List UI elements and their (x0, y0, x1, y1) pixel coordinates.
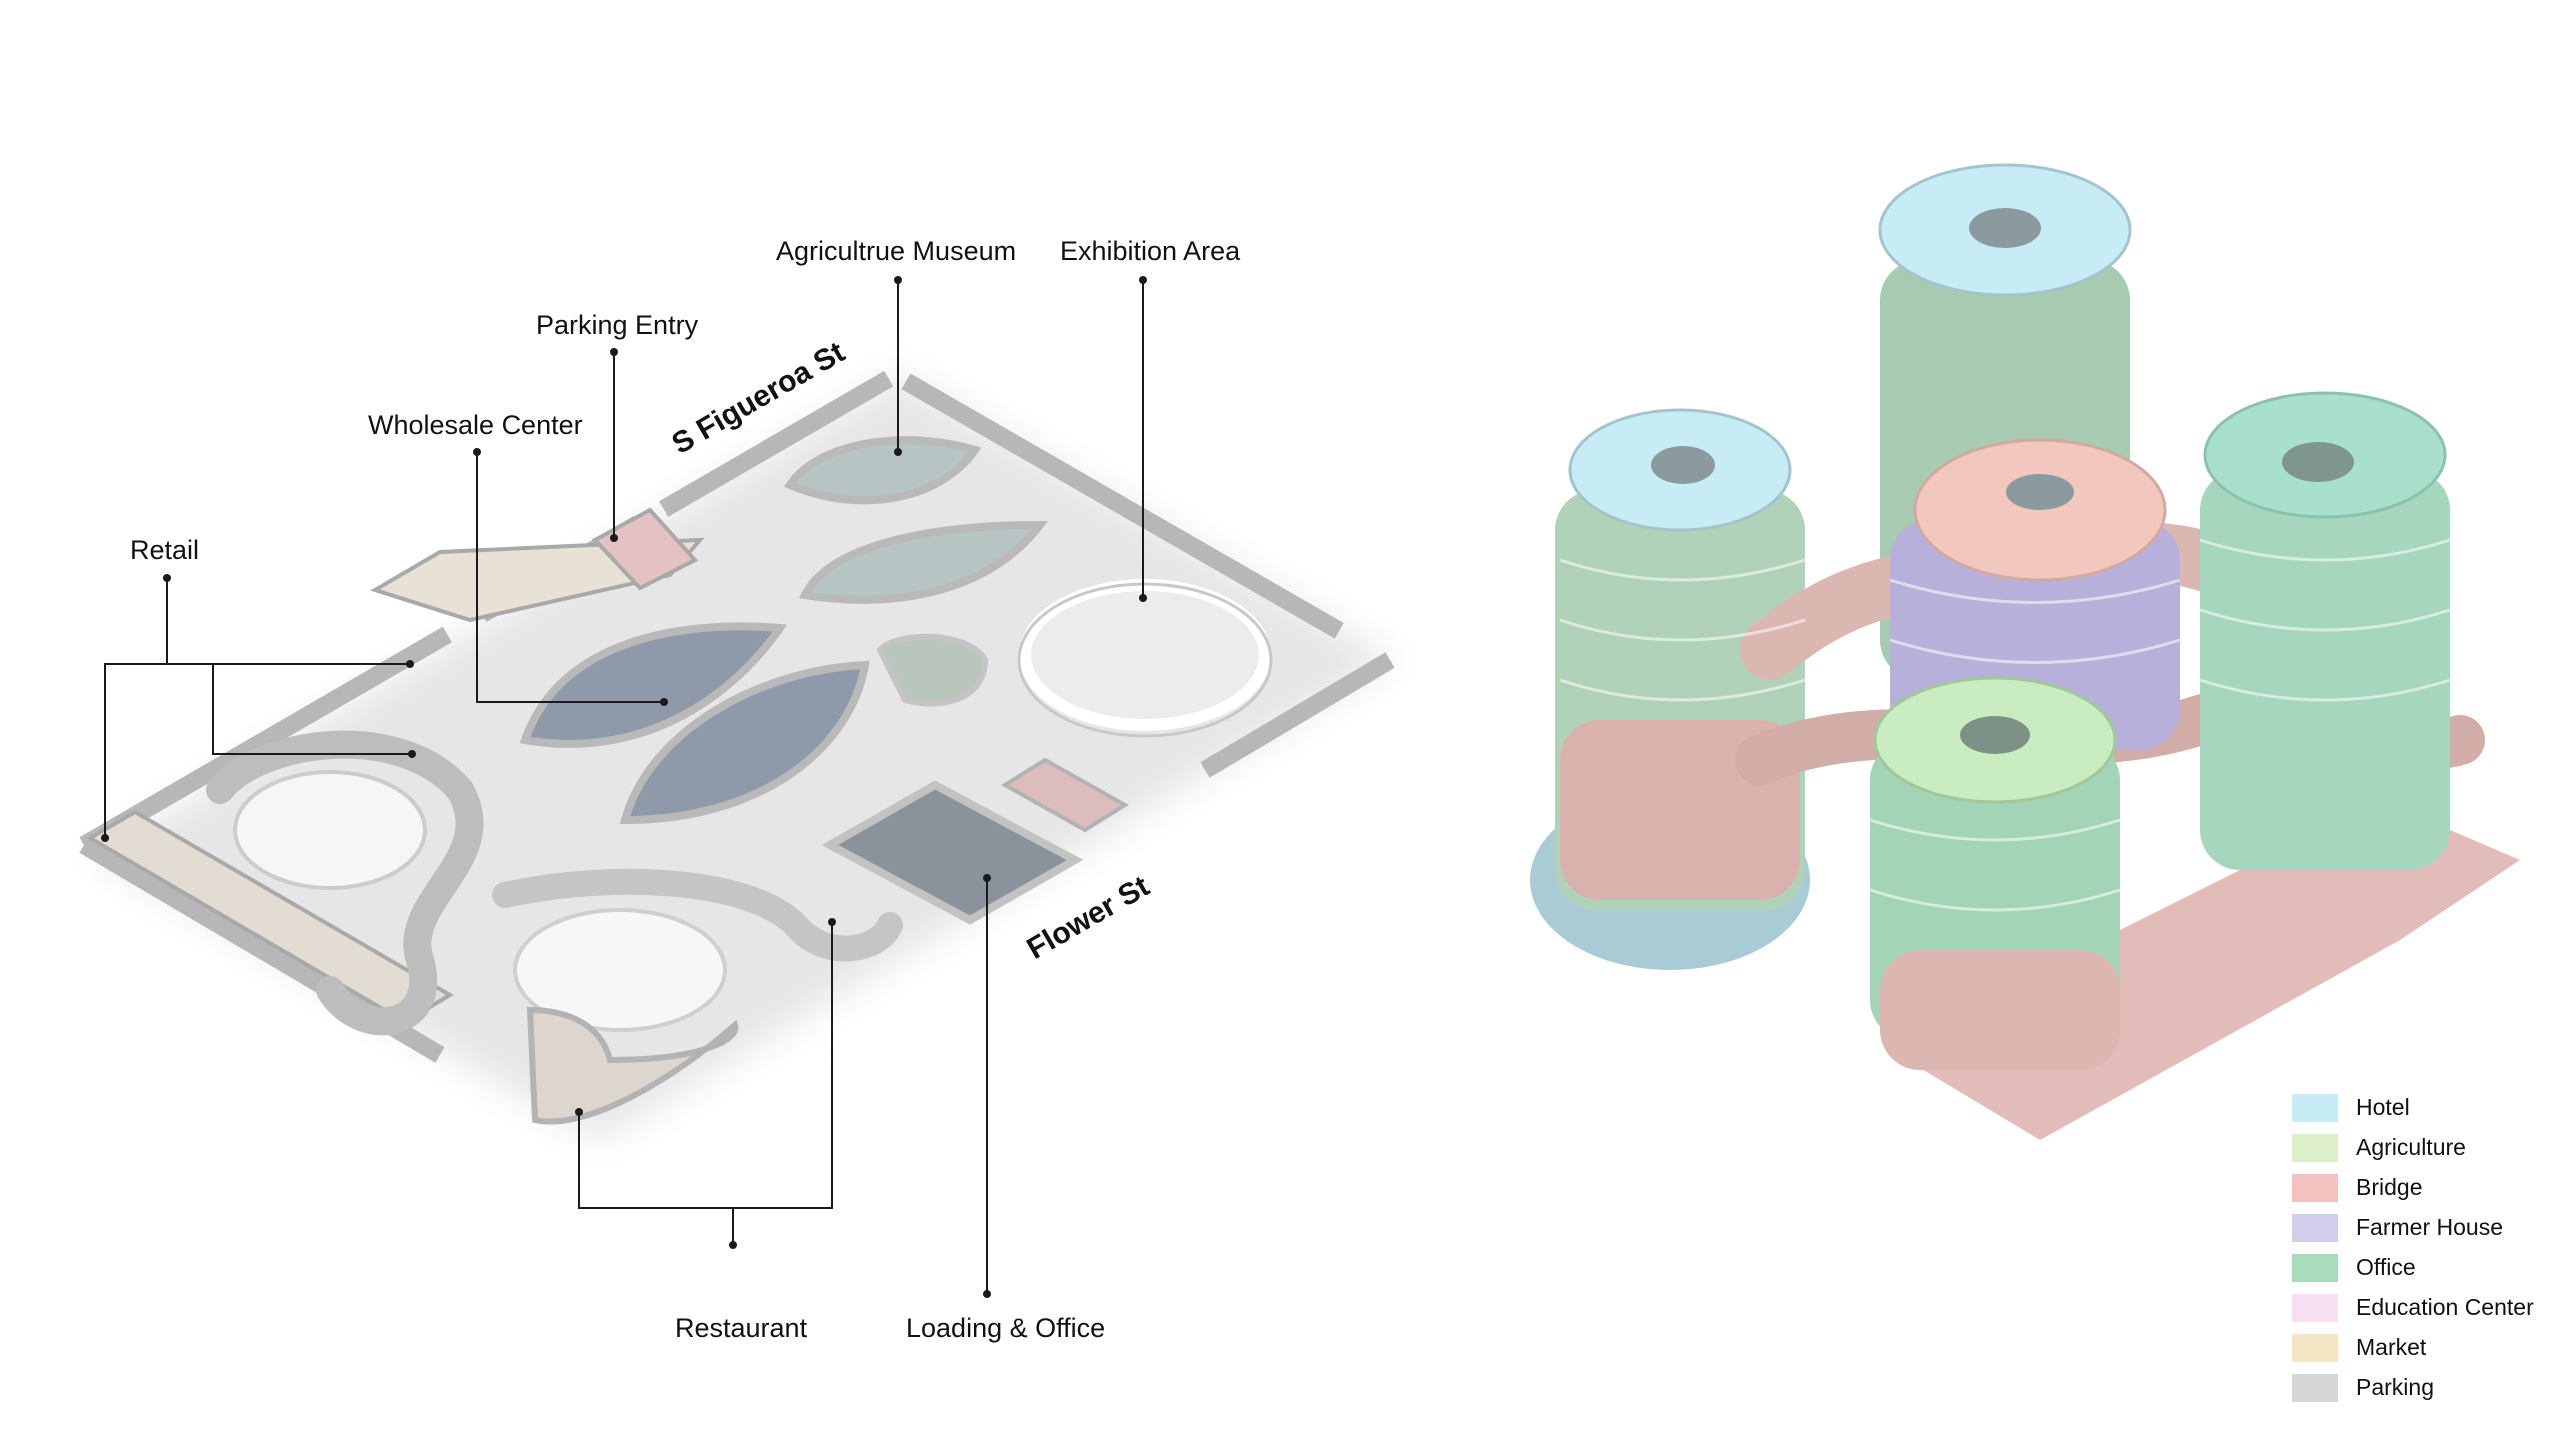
slab (1559, 618, 1806, 642)
slab (1869, 888, 2121, 912)
retail-block (86, 809, 454, 1025)
label-parking-entry: Parking Entry (536, 310, 699, 340)
legend-item: Office (2292, 1250, 2552, 1290)
tower-core (1960, 716, 2030, 754)
leader-wholesale (476, 452, 664, 703)
site-wall (79, 366, 1395, 853)
dot (610, 348, 618, 356)
loading-office-block (821, 780, 1084, 925)
tower-core (1651, 446, 1715, 484)
loading-block-pink (1001, 757, 1129, 833)
dot (894, 448, 902, 456)
slab-lines (1559, 538, 2451, 912)
tower-cluster (1530, 163, 2520, 1140)
legend-label: Education Center (2356, 1294, 2534, 1320)
label-exhibition-area: Exhibition Area (1060, 236, 1241, 266)
dot (983, 1290, 991, 1298)
restaurant-court (513, 908, 727, 1032)
ground-floor-plan (79, 276, 1395, 1298)
slab (2199, 538, 2451, 562)
legend-item: Agriculture (2292, 1130, 2552, 1170)
slab (2199, 678, 2451, 702)
dot (660, 698, 668, 706)
restaurant-ramp (492, 868, 903, 962)
site-wall (1200, 652, 1395, 778)
tower-core (1969, 208, 2041, 248)
legend-item: Farmer House (2292, 1210, 2552, 1250)
dot (406, 660, 414, 668)
legend-swatch (2292, 1254, 2338, 1282)
legend-swatch (2292, 1174, 2338, 1202)
legend-item: Market (2292, 1330, 2552, 1370)
dot (610, 534, 618, 542)
circular-court (233, 770, 427, 890)
tower-core (2282, 442, 2354, 482)
tower-core (2006, 474, 2074, 510)
dot (101, 834, 109, 842)
dot (473, 448, 481, 456)
legend-item: Parking (2292, 1370, 2552, 1410)
label-agriculture-museum: Agricultrue Museum (776, 236, 1017, 266)
museum-leaf (798, 520, 1049, 604)
legend-label: Agriculture (2356, 1134, 2466, 1160)
legend-swatch (2292, 1334, 2338, 1362)
slab (1869, 818, 2121, 842)
museum-leaf (783, 436, 982, 505)
exhibition-ring-edge (1017, 582, 1273, 738)
leader-restaurant-2 (733, 922, 833, 1209)
legend-label: Farmer House (2356, 1214, 2503, 1240)
callout-dots (101, 276, 1147, 1298)
dot (983, 874, 991, 882)
leader-retail-3 (212, 664, 412, 755)
dot (575, 1108, 583, 1116)
legend-swatch (2292, 1134, 2338, 1162)
legend-item: Education Center (2292, 1290, 2552, 1330)
label-wholesale-center: Wholesale Center (368, 410, 583, 440)
wholesale-leaf (619, 660, 870, 825)
legend-swatch (2292, 1374, 2338, 1402)
legend-swatch (2292, 1094, 2338, 1122)
slab (1559, 558, 1806, 582)
legend-item: Hotel (2292, 1090, 2552, 1130)
slab (2199, 608, 2451, 632)
small-pond (876, 633, 989, 707)
dot (1139, 594, 1147, 602)
legend-item: Bridge (2292, 1170, 2552, 1210)
legend-label: Office (2356, 1254, 2416, 1280)
legend-swatch (2292, 1294, 2338, 1322)
legend-swatch (2292, 1214, 2338, 1242)
slab (1559, 678, 1806, 702)
slab (1889, 638, 2181, 664)
parking-entry-block (591, 507, 699, 591)
legend-label: Hotel (2356, 1094, 2410, 1120)
legend-label: Bridge (2356, 1174, 2423, 1200)
exhibition-ring (1019, 579, 1271, 731)
tower-body-bridge (1880, 950, 2120, 1070)
dot (1139, 276, 1147, 284)
legend-label: Parking (2356, 1374, 2434, 1400)
wholesale-leaf (519, 622, 788, 748)
slab (1889, 578, 2181, 604)
dot (894, 276, 902, 284)
legend-label: Market (2356, 1334, 2427, 1360)
dot (163, 574, 171, 582)
dot (408, 750, 416, 758)
leader-restaurant (578, 1112, 734, 1245)
ramp (206, 730, 484, 1036)
restaurant-leaf (526, 1006, 739, 1125)
callout-lines (104, 280, 1144, 1294)
label-restaurant: Restaurant (675, 1313, 808, 1343)
dot (729, 1241, 737, 1249)
tower-body (2200, 470, 2450, 870)
label-loading-office: Loading & Office (906, 1313, 1106, 1343)
label-retail: Retail (130, 535, 200, 565)
dot (828, 918, 836, 926)
